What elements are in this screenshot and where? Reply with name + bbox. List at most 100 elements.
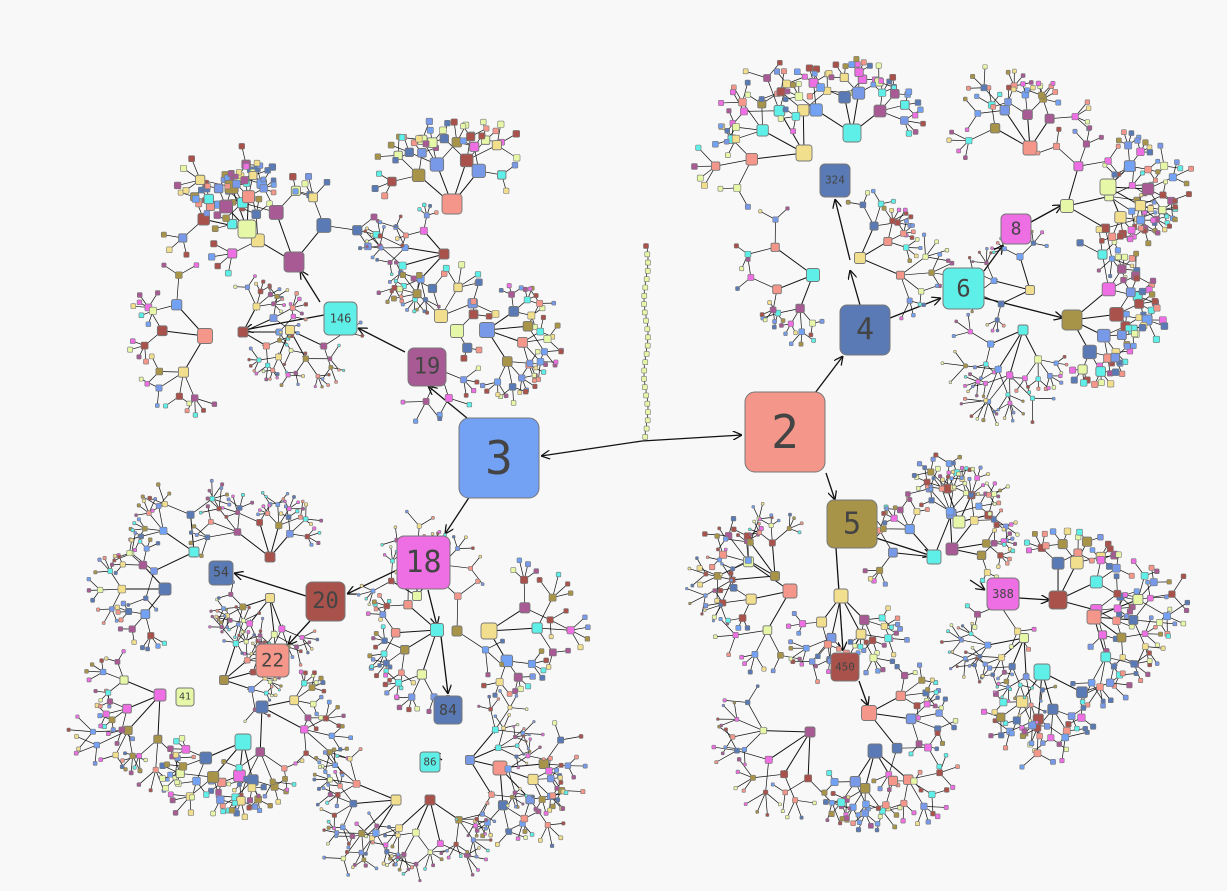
tree-node[interactable] <box>296 323 301 327</box>
tree-node[interactable] <box>239 792 244 797</box>
tree-node[interactable] <box>785 814 790 820</box>
tree-node[interactable] <box>905 88 913 96</box>
tree-node[interactable] <box>261 279 266 284</box>
tree-node[interactable] <box>928 269 935 276</box>
tree-node[interactable] <box>794 68 801 75</box>
tree-node[interactable] <box>130 303 137 309</box>
tree-node[interactable] <box>282 776 288 782</box>
tree-node[interactable] <box>729 578 734 583</box>
tree-node[interactable] <box>1046 373 1053 379</box>
tree-node[interactable] <box>896 207 902 213</box>
tree-node[interactable] <box>270 685 274 689</box>
tree-node[interactable] <box>983 569 991 576</box>
tree-node[interactable] <box>522 286 528 292</box>
tree-node[interactable] <box>1144 165 1152 174</box>
tree-node[interactable] <box>991 709 998 716</box>
tree-node[interactable] <box>442 264 450 272</box>
tree-node[interactable] <box>691 163 698 170</box>
tree-node[interactable] <box>739 266 745 272</box>
tree-node[interactable] <box>406 867 411 872</box>
tree-node[interactable] <box>527 773 539 785</box>
tree-node[interactable] <box>159 775 166 782</box>
tree-node[interactable] <box>772 319 777 324</box>
tree-node[interactable] <box>871 778 877 784</box>
tree-node[interactable] <box>554 785 560 791</box>
tree-node[interactable] <box>1188 165 1194 172</box>
tree-node[interactable] <box>208 787 215 794</box>
tree-node[interactable] <box>1130 558 1137 564</box>
tree-node[interactable] <box>358 246 363 251</box>
tree-node[interactable] <box>288 348 294 353</box>
tree-node[interactable] <box>1152 335 1160 343</box>
tree-node[interactable] <box>285 288 290 292</box>
tree-node[interactable] <box>985 323 989 327</box>
tree-node[interactable] <box>498 287 504 293</box>
tree-node[interactable] <box>1096 683 1104 691</box>
tree-node[interactable] <box>367 811 371 815</box>
tree-node[interactable] <box>319 807 324 811</box>
tree-node[interactable] <box>1011 410 1016 415</box>
tree-node[interactable] <box>345 850 350 855</box>
tree-node[interactable] <box>309 522 313 526</box>
tree-node[interactable] <box>304 502 309 507</box>
tree-node[interactable] <box>486 848 490 853</box>
tree-node[interactable] <box>84 669 89 674</box>
tree-node[interactable] <box>758 525 764 531</box>
tree-node[interactable] <box>282 362 287 366</box>
tree-node[interactable] <box>799 521 804 526</box>
tree-node[interactable] <box>365 226 369 231</box>
tree-node[interactable] <box>1058 373 1063 379</box>
tree-node[interactable] <box>944 787 950 793</box>
tree-node[interactable] <box>525 753 531 759</box>
tree-node[interactable] <box>723 536 729 542</box>
tree-node[interactable] <box>337 368 341 372</box>
tree-node[interactable] <box>1034 355 1043 364</box>
tree-node[interactable] <box>373 631 379 636</box>
tree-node[interactable] <box>880 525 887 533</box>
tree-node[interactable] <box>580 789 586 795</box>
tree-node[interactable] <box>484 857 488 862</box>
tree-node[interactable] <box>1150 217 1157 224</box>
tree-node[interactable] <box>226 781 232 787</box>
tree-node[interactable] <box>934 465 941 472</box>
tree-node[interactable] <box>209 609 213 613</box>
tree-node[interactable] <box>1035 150 1041 156</box>
tree-node[interactable] <box>1158 206 1167 214</box>
tree-node[interactable] <box>723 727 728 732</box>
tree-node[interactable] <box>743 762 747 767</box>
tree-node[interactable] <box>917 106 924 113</box>
tree-node[interactable] <box>809 103 823 117</box>
tree-node[interactable] <box>137 534 142 539</box>
tree-node[interactable] <box>1084 99 1090 105</box>
tree-node[interactable] <box>466 401 473 408</box>
tree-node[interactable] <box>796 630 802 636</box>
tree-node[interactable] <box>285 514 292 520</box>
tree-node[interactable] <box>1140 170 1145 176</box>
tree-node[interactable] <box>127 346 133 353</box>
tree-node[interactable] <box>275 502 281 507</box>
tree-node[interactable] <box>869 653 878 662</box>
tree-node[interactable] <box>104 656 109 661</box>
tree-node[interactable] <box>538 648 545 654</box>
tree-node[interactable] <box>739 654 745 660</box>
tree-node[interactable] <box>927 468 935 476</box>
tree-node[interactable] <box>732 701 737 705</box>
tree-node[interactable] <box>1005 69 1011 75</box>
tree-node[interactable] <box>86 588 92 593</box>
tree-node[interactable] <box>306 651 310 655</box>
tree-node[interactable] <box>899 316 904 321</box>
tree-node[interactable] <box>558 762 564 768</box>
tree-node[interactable] <box>222 639 226 643</box>
tree-node[interactable] <box>991 516 997 523</box>
tree-node[interactable] <box>714 533 720 539</box>
tree-node[interactable] <box>868 636 877 645</box>
tree-node[interactable] <box>1129 263 1135 268</box>
tree-node[interactable] <box>517 685 524 692</box>
tree-node[interactable] <box>928 790 936 799</box>
tree-node[interactable] <box>1174 159 1180 165</box>
tree-node[interactable] <box>1030 240 1037 246</box>
tree-node[interactable] <box>249 651 254 656</box>
tree-node[interactable] <box>1163 612 1171 621</box>
tree-node[interactable] <box>1119 654 1126 661</box>
tree-node[interactable] <box>131 639 137 645</box>
